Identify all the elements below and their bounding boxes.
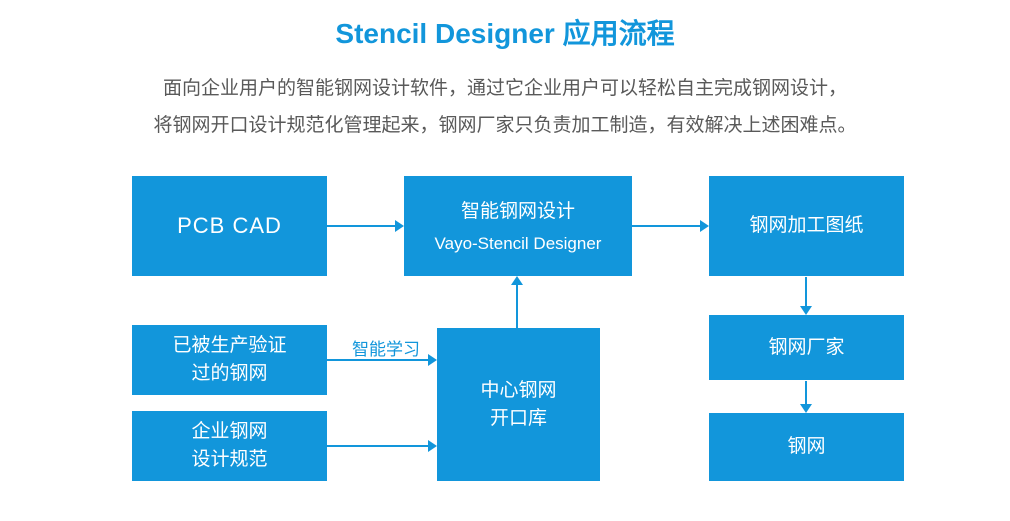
node-central-library-line1: 中心钢网	[480, 379, 557, 401]
node-stencil: 钢网	[709, 413, 904, 481]
node-verified-stencil: 已被生产验证 过的钢网	[132, 325, 327, 395]
arrow-factory-to-stencil-icon	[800, 381, 812, 413]
node-design-spec: 企业钢网 设计规范	[132, 411, 327, 481]
node-central-library: 中心钢网 开口库	[437, 328, 600, 481]
node-smart-stencil-design: 智能钢网设计 Vayo-Stencil Designer	[404, 176, 632, 276]
arrow-verified-to-library-icon	[327, 354, 437, 366]
description-line-2: 将钢网开口设计规范化管理起来，钢网厂家只负责加工制造，有效解决上述困难点。	[153, 115, 857, 136]
node-design-spec-line2: 设计规范	[191, 449, 268, 470]
page-title: Stencil Designer 应用流程	[335, 18, 675, 49]
node-stencil-drawing-label: 钢网加工图纸	[749, 215, 864, 237]
node-stencil-factory-label: 钢网厂家	[768, 336, 845, 358]
arrow-drawing-to-factory-icon	[800, 277, 812, 315]
arrow-design-to-drawing-icon	[632, 220, 709, 232]
arrow-spec-to-library-icon	[327, 440, 437, 452]
node-stencil-drawing: 钢网加工图纸	[709, 176, 904, 276]
arrow-pcbcad-to-design-icon	[327, 220, 404, 232]
node-stencil-label: 钢网	[787, 436, 826, 458]
node-central-library-line2: 开口库	[489, 407, 547, 429]
node-design-spec-line1: 企业钢网	[191, 421, 268, 443]
node-pcb-cad: PCB CAD	[132, 176, 327, 276]
description: 面向企业用户的智能钢网设计软件，通过它企业用户可以轻松自主完成钢网设计， 将钢网开…	[0, 70, 1010, 144]
arrow-label-smart-learning: 智能学习	[352, 340, 420, 359]
node-verified-stencil-line2: 过的钢网	[191, 363, 268, 384]
node-verified-stencil-line1: 已被生产验证	[172, 335, 287, 357]
node-smart-stencil-design-title: 智能钢网设计	[460, 200, 575, 222]
node-stencil-factory: 钢网厂家	[709, 315, 904, 380]
arrow-library-to-design-icon	[511, 276, 523, 328]
node-pcb-cad-label: PCB CAD	[177, 213, 282, 239]
description-line-1: 面向企业用户的智能钢网设计软件，通过它企业用户可以轻松自主完成钢网设计，	[162, 78, 847, 99]
node-smart-stencil-design-subtitle: Vayo-Stencil Designer	[434, 234, 602, 254]
